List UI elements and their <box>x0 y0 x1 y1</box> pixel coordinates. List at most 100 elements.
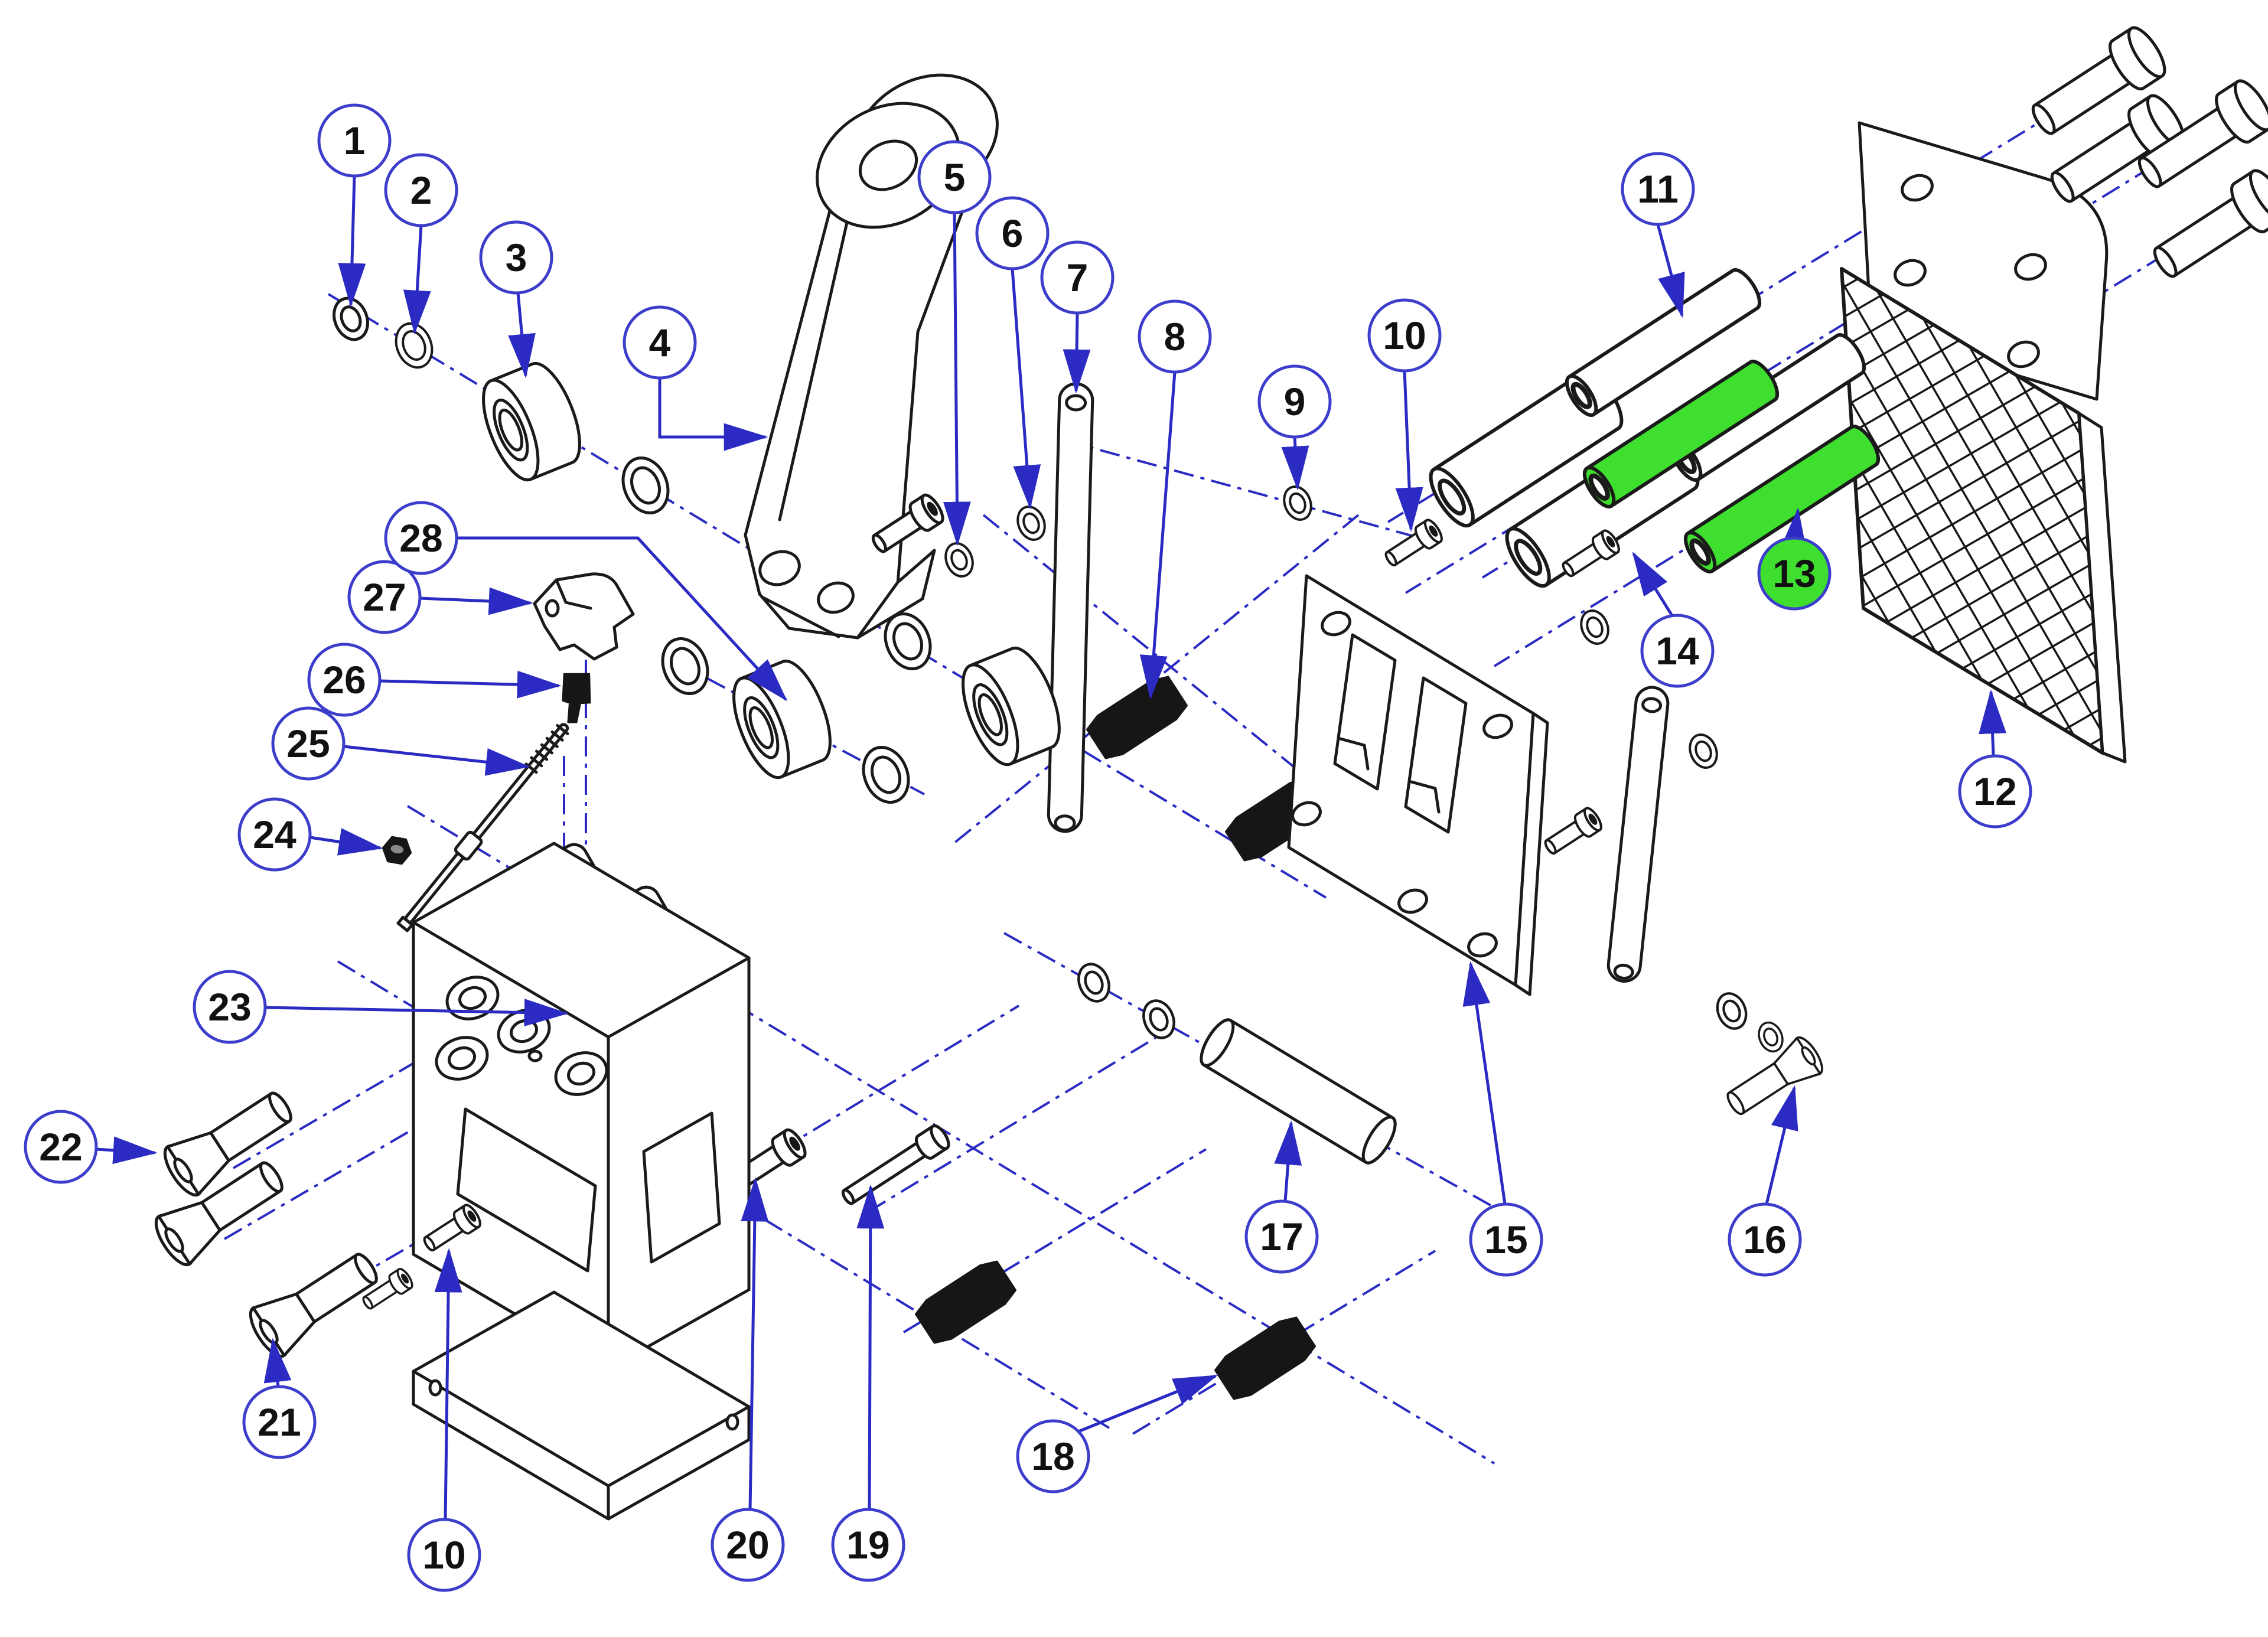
balloon-10-20: 10 <box>407 1518 481 1592</box>
part-link-right <box>1606 686 1670 983</box>
part-jaw-plate-15 <box>1287 574 1549 996</box>
svg-text:12: 12 <box>1973 769 2016 813</box>
part-skid-plate <box>412 1290 751 1521</box>
balloon-23-23: 23 <box>193 970 267 1044</box>
svg-text:18: 18 <box>1031 1434 1074 1478</box>
balloon-25-25: 25 <box>271 706 346 781</box>
set-screw-mid <box>911 1256 1020 1349</box>
pin-17-group <box>1073 960 1397 1165</box>
balloon-12-11: 12 <box>1958 754 2032 829</box>
leader-26-26 <box>379 670 562 699</box>
leader-27-27 <box>419 587 533 615</box>
leader-12-11 <box>1979 689 2007 756</box>
leader-20-19 <box>741 1177 769 1510</box>
balloon-3-2: 3 <box>479 220 553 295</box>
balloon-11-10: 11 <box>1621 152 1695 226</box>
leader-24-24 <box>309 828 383 856</box>
leader-10-9 <box>1395 370 1423 532</box>
balloon-22-22: 22 <box>24 1110 98 1184</box>
svg-text:27: 27 <box>363 575 406 619</box>
svg-text:10: 10 <box>422 1533 465 1577</box>
part-nut-24 <box>382 836 412 865</box>
washer-ring <box>615 451 676 520</box>
svg-text:5: 5 <box>944 155 966 199</box>
svg-text:24: 24 <box>253 813 296 856</box>
leader-13-12 <box>1779 507 1807 553</box>
screws-21-22 <box>149 1080 387 1362</box>
balloon-24-24: 24 <box>237 797 312 872</box>
svg-text:3: 3 <box>506 236 527 279</box>
balloon-13-highlighted-12: 13 <box>1757 536 1832 611</box>
svg-text:16: 16 <box>1743 1218 1786 1261</box>
svg-text:26: 26 <box>322 658 366 702</box>
leader-22-22 <box>96 1136 158 1165</box>
leader-1-0 <box>338 175 366 308</box>
leader-15-14 <box>1462 961 1507 1205</box>
leader-14-13 <box>1632 552 1674 618</box>
balloon-26-26: 26 <box>307 643 382 717</box>
balloon-19-18: 19 <box>831 1508 905 1582</box>
balloon-2-1: 2 <box>384 153 458 227</box>
leader-lines <box>96 175 2007 1520</box>
svg-text:8: 8 <box>1164 315 1186 358</box>
part-pin-26 <box>562 673 591 723</box>
leader-9-8 <box>1281 436 1309 491</box>
leader-4-3 <box>658 378 768 451</box>
screw-10-top <box>1381 517 1445 571</box>
balloon-6-5: 6 <box>975 196 1050 270</box>
balloon-5-4: 5 <box>917 140 992 214</box>
part-bearing-3 <box>472 357 591 487</box>
svg-text:11: 11 <box>1637 167 1679 211</box>
balloon-28-28: 28 <box>384 501 458 575</box>
balloon-9-8: 9 <box>1257 364 1332 439</box>
balloon-20-19: 20 <box>711 1508 785 1582</box>
leader-18-17 <box>1078 1374 1218 1433</box>
balloon-1-0: 1 <box>317 103 392 178</box>
leader-10-20 <box>434 1248 462 1520</box>
part-side-link-7 <box>1047 382 1094 833</box>
balloon-27-27: 27 <box>347 560 422 634</box>
part-gripper-pad-12 <box>1840 121 2127 764</box>
svg-text:13: 13 <box>1772 552 1816 595</box>
balloon-10-9: 10 <box>1367 298 1442 373</box>
svg-text:7: 7 <box>1067 256 1089 299</box>
balloon-4-3: 4 <box>623 305 697 380</box>
svg-text:10: 10 <box>1383 314 1426 357</box>
balloon-14-13: 14 <box>1640 614 1715 688</box>
leader-19-18 <box>856 1184 885 1510</box>
leader-2-1 <box>403 225 431 335</box>
balloon-15-14: 15 <box>1469 1202 1543 1277</box>
washer-9 <box>1279 482 1316 524</box>
leader-3-2 <box>508 292 536 379</box>
svg-text:23: 23 <box>208 985 251 1029</box>
svg-text:19: 19 <box>846 1523 889 1567</box>
svg-text:28: 28 <box>399 516 442 560</box>
leader-17-16 <box>1274 1120 1302 1202</box>
balloon-16-15: 16 <box>1728 1202 1802 1277</box>
balloon-18-17: 18 <box>1016 1419 1090 1493</box>
leader-5-4 <box>943 212 971 546</box>
leader-8-7 <box>1139 371 1177 700</box>
part-main-body-23 <box>412 842 751 1371</box>
leader-21-21 <box>263 1338 292 1387</box>
svg-text:2: 2 <box>410 168 432 212</box>
leader-7-6 <box>1063 312 1091 394</box>
svg-text:14: 14 <box>1656 629 1699 673</box>
leader-28-28 <box>457 536 788 702</box>
svg-text:22: 22 <box>39 1125 82 1169</box>
svg-text:1: 1 <box>344 119 366 162</box>
leader-25-25 <box>343 745 530 776</box>
svg-text:4: 4 <box>649 321 671 364</box>
leader-11-10 <box>1656 224 1685 318</box>
svg-text:17: 17 <box>1260 1215 1303 1258</box>
svg-text:21: 21 <box>258 1400 301 1444</box>
svg-text:15: 15 <box>1484 1218 1527 1261</box>
set-screw-18 <box>1211 1312 1319 1405</box>
screw-16-group <box>1712 989 1829 1125</box>
svg-text:20: 20 <box>726 1523 769 1567</box>
svg-text:6: 6 <box>1002 211 1024 255</box>
leader-6-5 <box>1011 268 1041 510</box>
clevis-bearings-28 <box>655 607 1071 809</box>
